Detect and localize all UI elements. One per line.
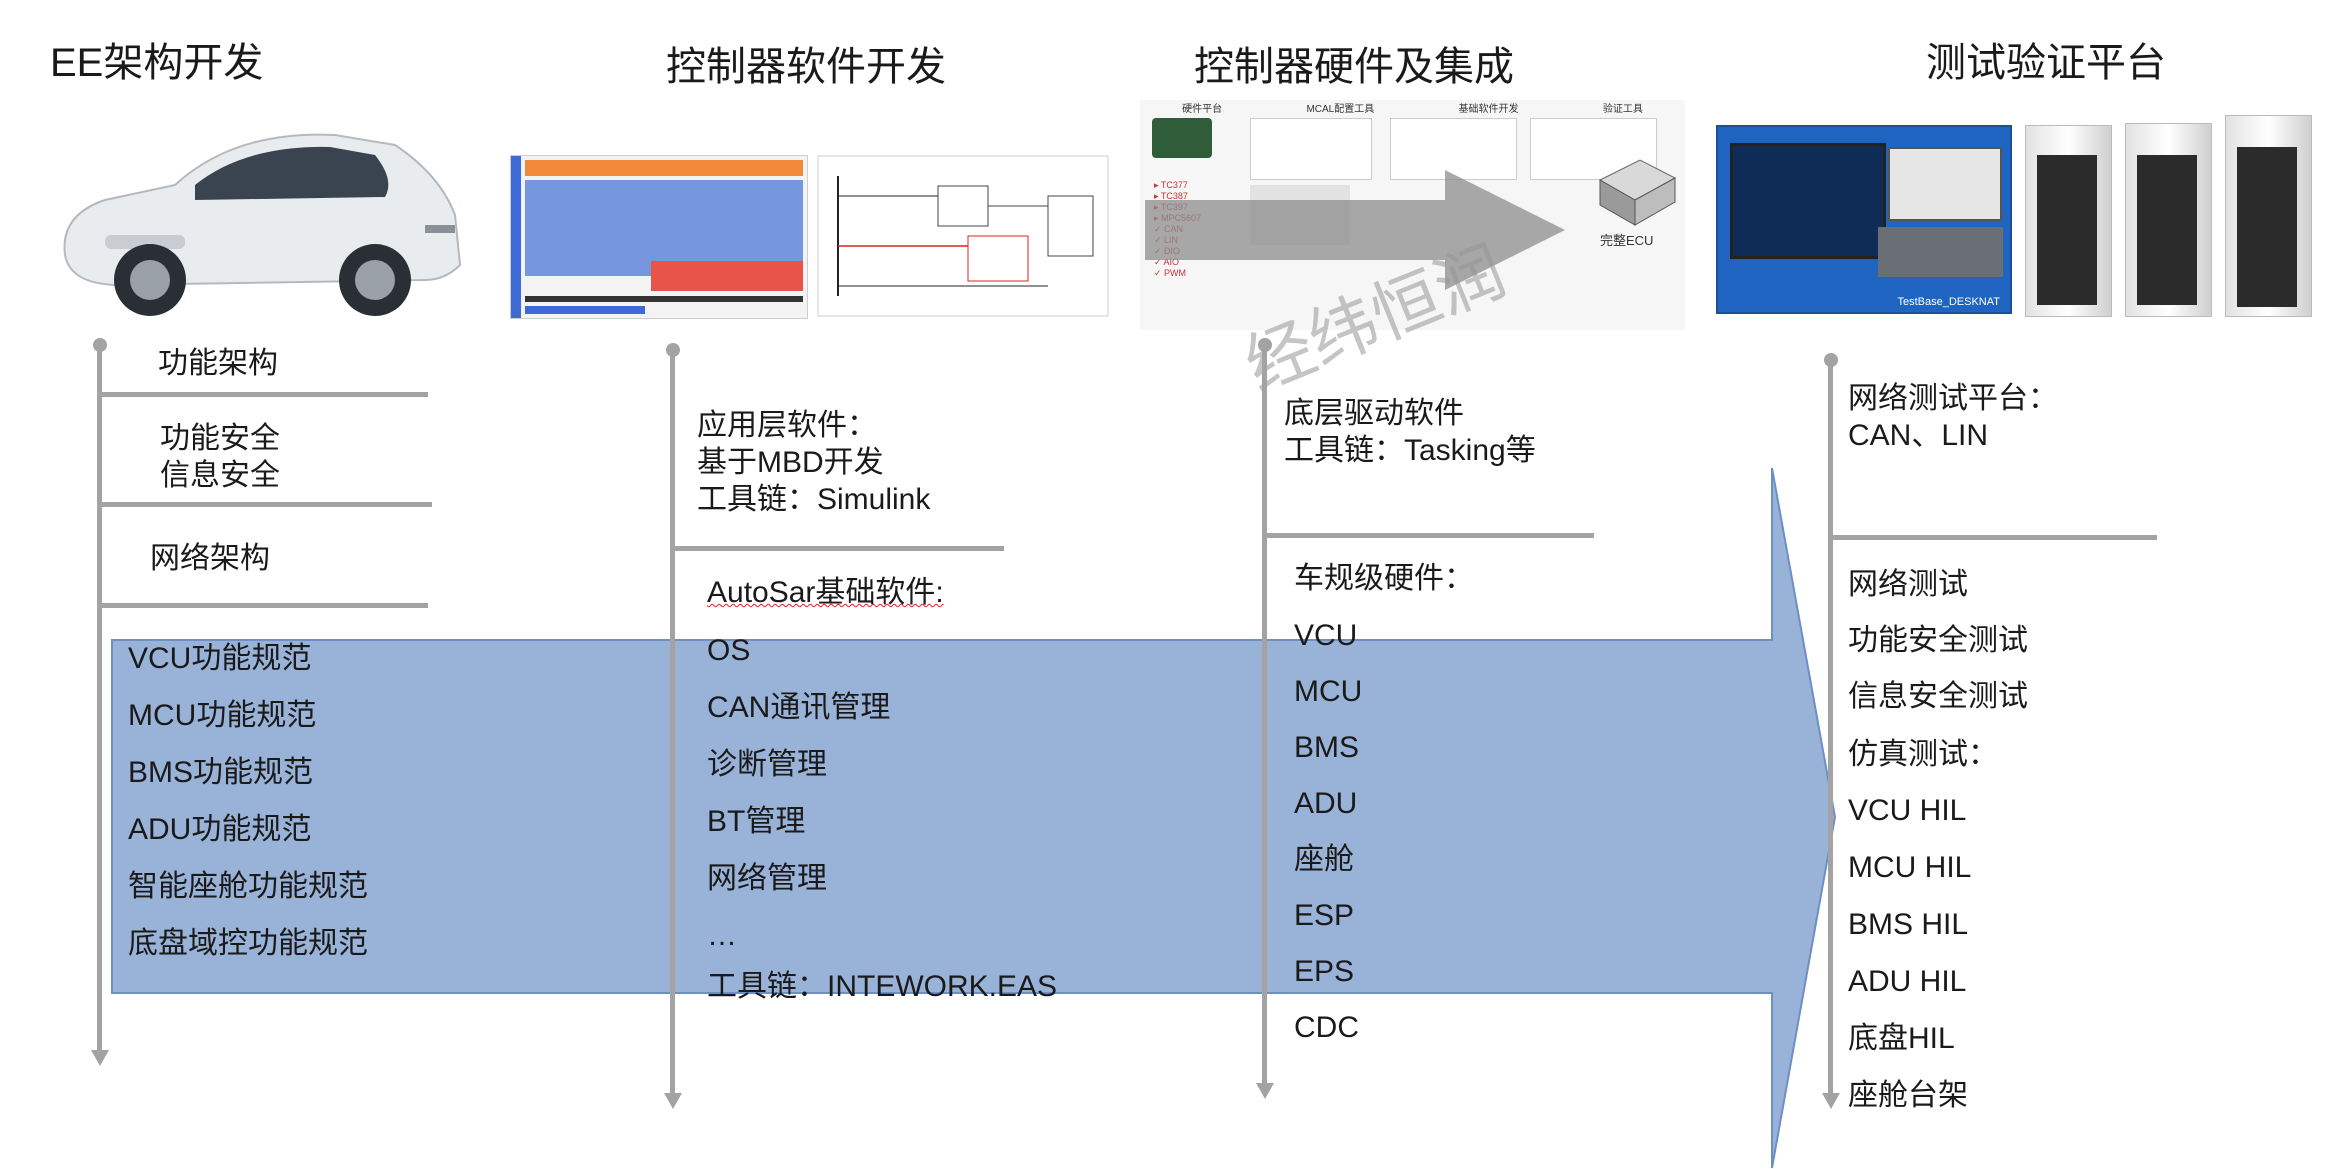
ecu-label: 完整ECU (1600, 233, 1654, 248)
test-item: BMS HIL (1848, 908, 1969, 941)
hw-item: VCU (1294, 619, 1358, 652)
column-title-software: 控制器软件开发 (666, 45, 946, 89)
spec-item: 智能座舱功能规范 (128, 870, 368, 903)
divider-ee-2 (100, 502, 432, 507)
spec-item: VCU功能规范 (128, 642, 312, 675)
hw-label-mcal: MCAL配置工具 (1306, 104, 1375, 115)
hw-item: ESP (1294, 899, 1355, 932)
base-item: CAN通讯管理 (707, 691, 891, 724)
divider-test (1832, 535, 2157, 540)
divider-ee-1 (100, 392, 428, 397)
hardware-heading: 车规级硬件： (1294, 562, 1474, 595)
timeline-test (1828, 360, 1833, 1095)
software-base-list: OS CAN通讯管理 诊断管理 BT管理 网络管理 … 工具链：INTEWORK… (707, 632, 1057, 1025)
ee-item-function-arch: 功能架构 (158, 347, 278, 380)
column-title-ee: EE架构开发 (50, 41, 264, 85)
timeline-end-test (1822, 1093, 1840, 1109)
hw-item: BMS (1294, 731, 1360, 764)
divider-hardware (1266, 533, 1594, 538)
hw-item: ADU (1294, 787, 1358, 820)
hw-label-bsw: 基础软件开发 (1458, 104, 1519, 115)
spec-item: BMS功能规范 (128, 756, 314, 789)
test-item: 仿真测试： (1848, 738, 1998, 771)
test-item: 网络测试 (1848, 568, 1968, 601)
ee-spec-list: VCU功能规范 MCU功能规范 BMS功能规范 ADU功能规范 智能座舱功能规范… (128, 640, 368, 982)
divider-ee-3 (100, 603, 428, 608)
timeline-end-software (664, 1093, 682, 1109)
base-item: OS (707, 634, 751, 667)
timeline-software (670, 350, 675, 1095)
simulink-model-image (817, 155, 1109, 317)
column-title-test: 测试验证平台 (1926, 41, 2166, 85)
timeline-start-hardware (1258, 338, 1272, 352)
timeline-hardware (1262, 345, 1267, 1085)
hw-item: CDC (1294, 1011, 1359, 1044)
test-list: 网络测试 功能安全测试 信息安全测试 仿真测试： VCU HIL MCU HIL… (1848, 566, 2028, 1134)
software-app-layer: 应用层软件： 基于MBD开发 工具链：Simulink (697, 409, 931, 516)
test-item: ADU HIL (1848, 965, 1967, 998)
test-network-platform: 网络测试平台： CAN、LIN (1848, 382, 2058, 452)
base-item: … (707, 919, 737, 952)
hardware-list: VCU MCU BMS ADU 座舱 ESP EPS CDC (1294, 617, 1362, 1065)
testbase-image: TestBase_DESKNAT (1716, 125, 2012, 314)
integration-arrow (1145, 170, 1565, 290)
hw-item: EPS (1294, 955, 1355, 988)
timeline-end-ee (91, 1050, 109, 1066)
timeline-end-hardware (1256, 1083, 1274, 1099)
base-item: 工具链：INTEWORK.EAS (707, 970, 1058, 1003)
base-item: 诊断管理 (707, 748, 827, 781)
software-autosar-heading: AutoSar基础软件: (707, 576, 944, 609)
test-item: 座舱台架 (1848, 1079, 1968, 1112)
timeline-start-software (666, 343, 680, 357)
testbase-label: TestBase_DESKNAT (1897, 296, 2000, 308)
hardware-driver-software: 底层驱动软件 工具链：Tasking等 (1284, 397, 1536, 467)
ee-item-network-arch: 网络架构 (150, 542, 270, 575)
test-item: 信息安全测试 (1848, 680, 2028, 713)
ee-item-safety: 功能安全 信息安全 (160, 422, 280, 492)
test-item: VCU HIL (1848, 794, 1967, 827)
car-image (63, 133, 462, 316)
spec-item: MCU功能规范 (128, 699, 317, 732)
test-item: MCU HIL (1848, 851, 1972, 884)
base-item: BT管理 (707, 805, 806, 838)
column-title-hardware: 控制器硬件及集成 (1194, 45, 1514, 89)
spec-item: ADU功能规范 (128, 813, 312, 846)
base-item: 网络管理 (707, 862, 827, 895)
ecu-image (1598, 159, 1677, 226)
hw-item: 座舱 (1294, 843, 1354, 876)
hw-label-platform: 硬件平台 (1182, 104, 1223, 115)
hil-rack-image (2025, 115, 2312, 317)
spec-item: 底盘域控功能规范 (128, 927, 368, 960)
hw-item: MCU (1294, 675, 1363, 708)
test-item: 功能安全测试 (1848, 624, 2028, 657)
timeline-start-ee (93, 338, 107, 352)
timeline-ee (97, 345, 102, 1050)
divider-software (674, 546, 1004, 551)
timeline-start-test (1824, 353, 1838, 367)
test-item: 底盘HIL (1848, 1022, 1955, 1055)
autosar-architecture-image (510, 155, 808, 319)
hw-label-verify: 验证工具 (1602, 104, 1643, 115)
